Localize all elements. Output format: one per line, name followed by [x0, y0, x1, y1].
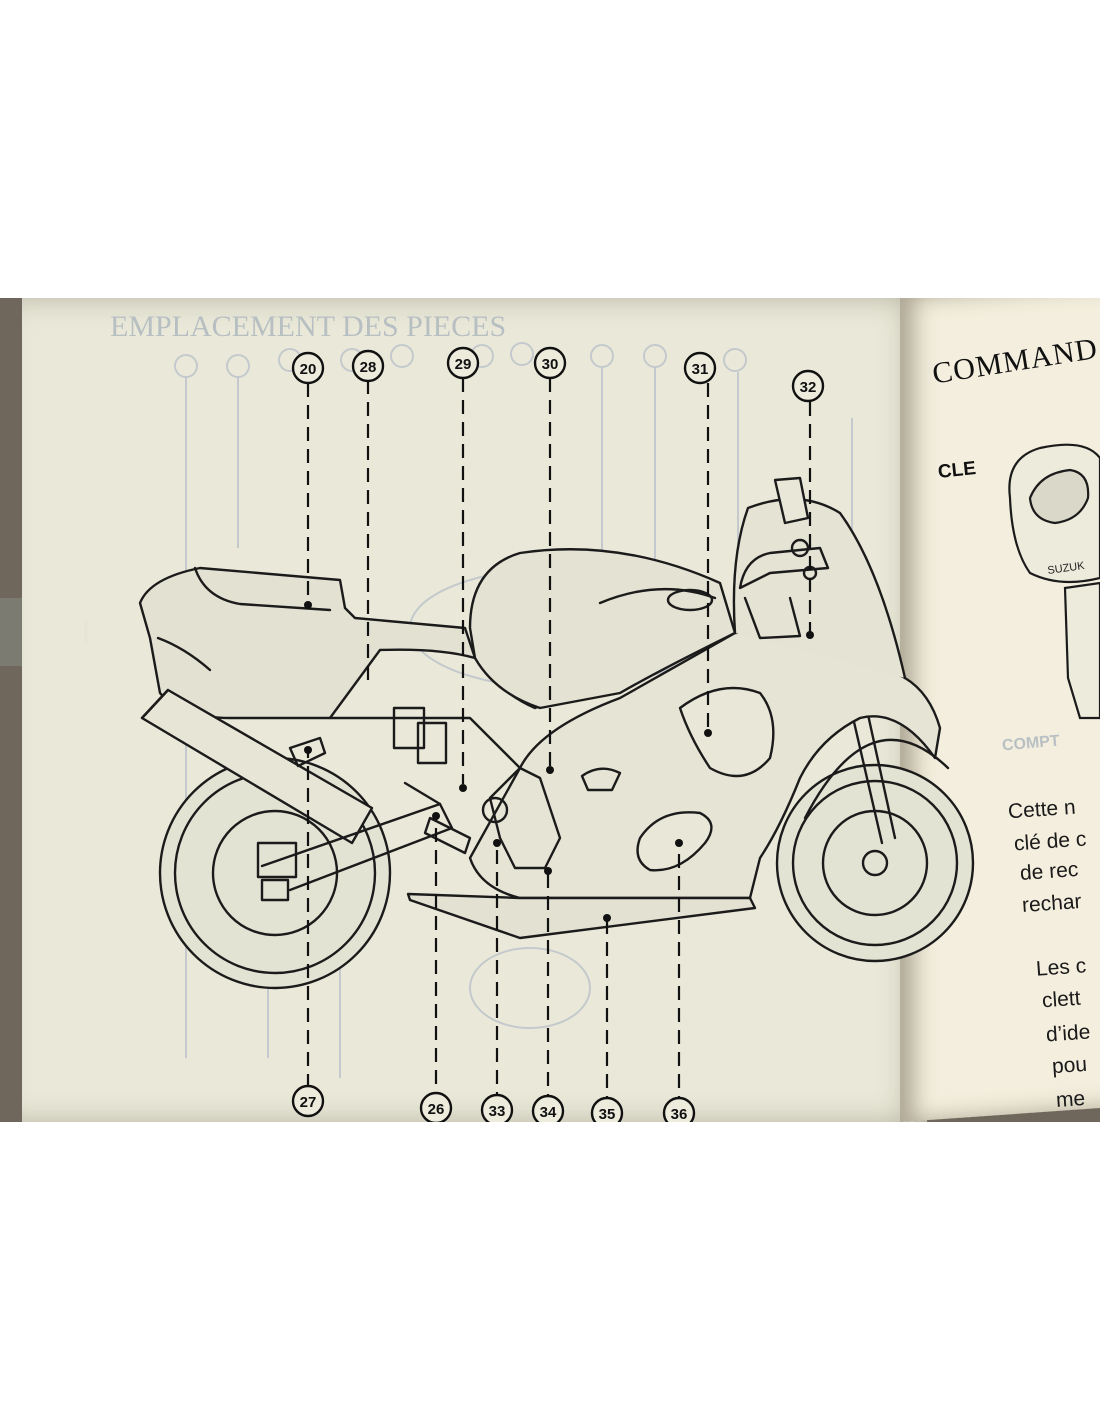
key-brand: SUZUK — [1047, 560, 1086, 577]
ghost-title: EMPLACEMENT DES PIECES — [110, 310, 506, 343]
callout-29: 29 — [446, 346, 480, 380]
text-line: clett — [1041, 986, 1082, 1013]
svg-text:20: 20 — [300, 361, 317, 378]
text-line: clé de c — [1013, 827, 1088, 856]
callout-27: 27 — [291, 1084, 325, 1118]
text-line: me — [1055, 1087, 1086, 1112]
svg-text:36: 36 — [671, 1106, 688, 1122]
section-tab-mark — [84, 620, 88, 644]
callout-30: 30 — [533, 346, 567, 380]
text-line: Cette n — [1007, 795, 1077, 824]
subheading: CLE — [936, 458, 977, 483]
callout-36: 36 — [662, 1096, 696, 1122]
svg-text:33: 33 — [489, 1103, 506, 1120]
svg-text:30: 30 — [542, 356, 559, 373]
svg-text:28: 28 — [360, 359, 377, 376]
svg-text:32: 32 — [800, 379, 817, 396]
text-line: Les c — [1035, 954, 1087, 981]
svg-text:29: 29 — [455, 356, 472, 373]
callout-31: 31 — [683, 351, 717, 385]
text-line: de rec — [1019, 857, 1080, 886]
svg-text:31: 31 — [692, 361, 709, 378]
svg-text:26: 26 — [428, 1101, 445, 1118]
svg-text:35: 35 — [599, 1106, 616, 1122]
callout-20: 20 — [291, 351, 325, 385]
callout-26: 26 — [419, 1091, 453, 1122]
text-line: d’ide — [1045, 1020, 1092, 1047]
callout-33: 33 — [480, 1093, 514, 1122]
callout-28: 28 — [351, 349, 385, 383]
key-icon: SUZUK — [1008, 443, 1100, 720]
photo: EMPLACEMENT DES PIECES — [0, 298, 1100, 1122]
text-line: pou — [1051, 1052, 1088, 1079]
callout-34: 34 — [531, 1094, 565, 1122]
text-line: rechar — [1021, 889, 1083, 918]
svg-text:34: 34 — [540, 1104, 557, 1121]
svg-text:27: 27 — [300, 1094, 317, 1111]
motorcycle-diagram: EMPLACEMENT DES PIECES — [110, 310, 1100, 1122]
callout-35: 35 — [590, 1096, 624, 1122]
callout-32: 32 — [791, 369, 825, 403]
